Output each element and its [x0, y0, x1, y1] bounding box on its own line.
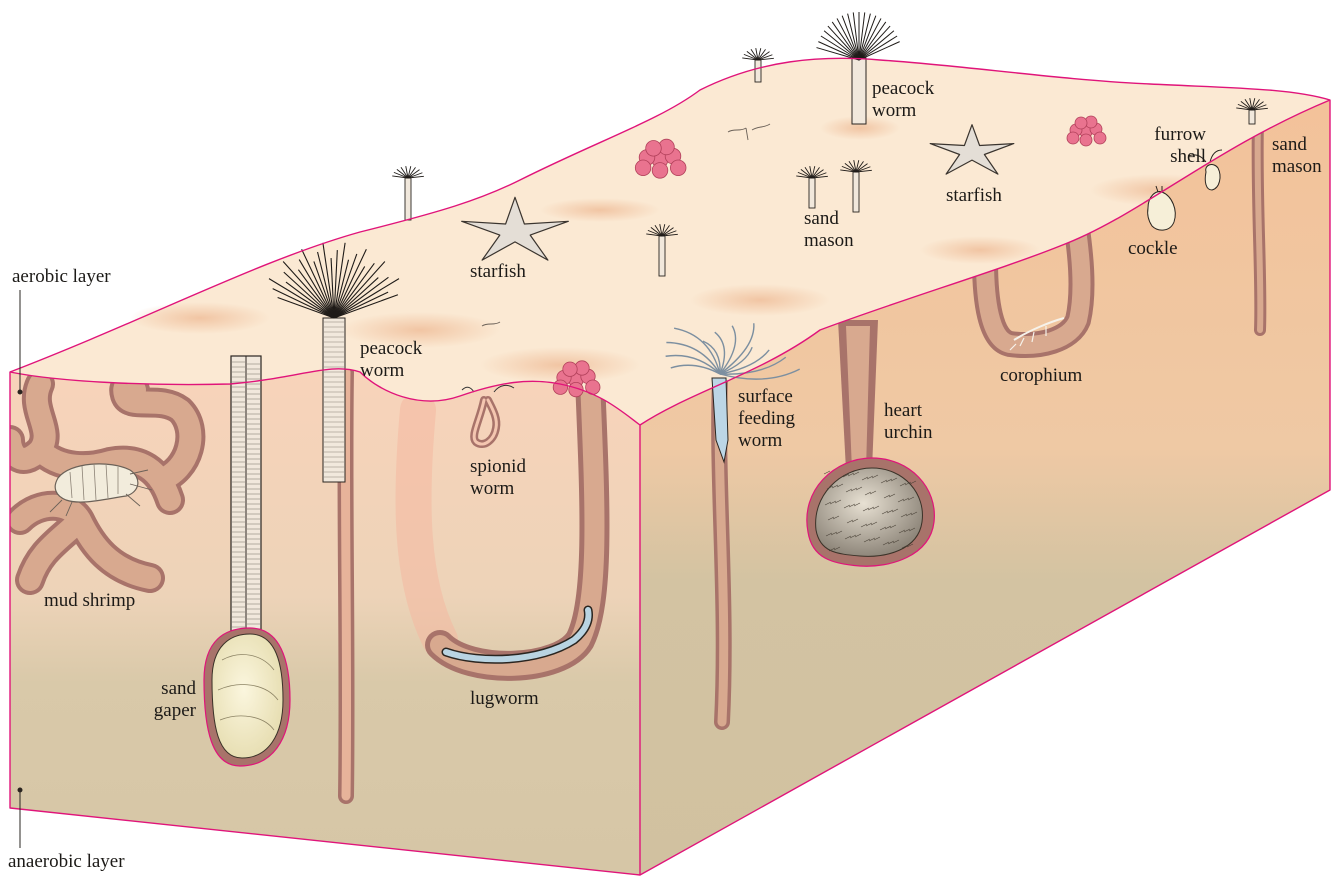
cockle-label: cockle [1128, 238, 1178, 260]
peacock-worm-front-label: peacock worm [360, 338, 422, 382]
sand-gaper-siphon [231, 356, 261, 646]
starfish-right-label: starfish [946, 185, 1002, 207]
sand-gaper-icon [204, 628, 290, 766]
surface-feeding-worm-label: surface feeding worm [738, 386, 795, 452]
furrow-shell-label: furrow shell [1140, 124, 1206, 168]
sand-gaper-label: sand gaper [140, 678, 196, 722]
sand-mason-mid-label: sand mason [804, 208, 854, 252]
corophium-label: corophium [1000, 365, 1082, 387]
anaerobic-layer-label: anaerobic layer [8, 851, 125, 873]
peacock-worm-top-label: peacock worm [872, 78, 934, 122]
mud-shrimp-label: mud shrimp [44, 590, 135, 612]
sand-mason-right-label: sand mason [1272, 134, 1322, 178]
aerobic-layer-label: aerobic layer [12, 266, 111, 288]
heart-urchin-label: heart urchin [884, 400, 933, 444]
spionid-worm-label: spionid worm [470, 456, 526, 500]
sand-mason-icon [392, 166, 424, 220]
lugworm-label: lugworm [470, 688, 539, 710]
starfish-left-label: starfish [470, 261, 526, 283]
